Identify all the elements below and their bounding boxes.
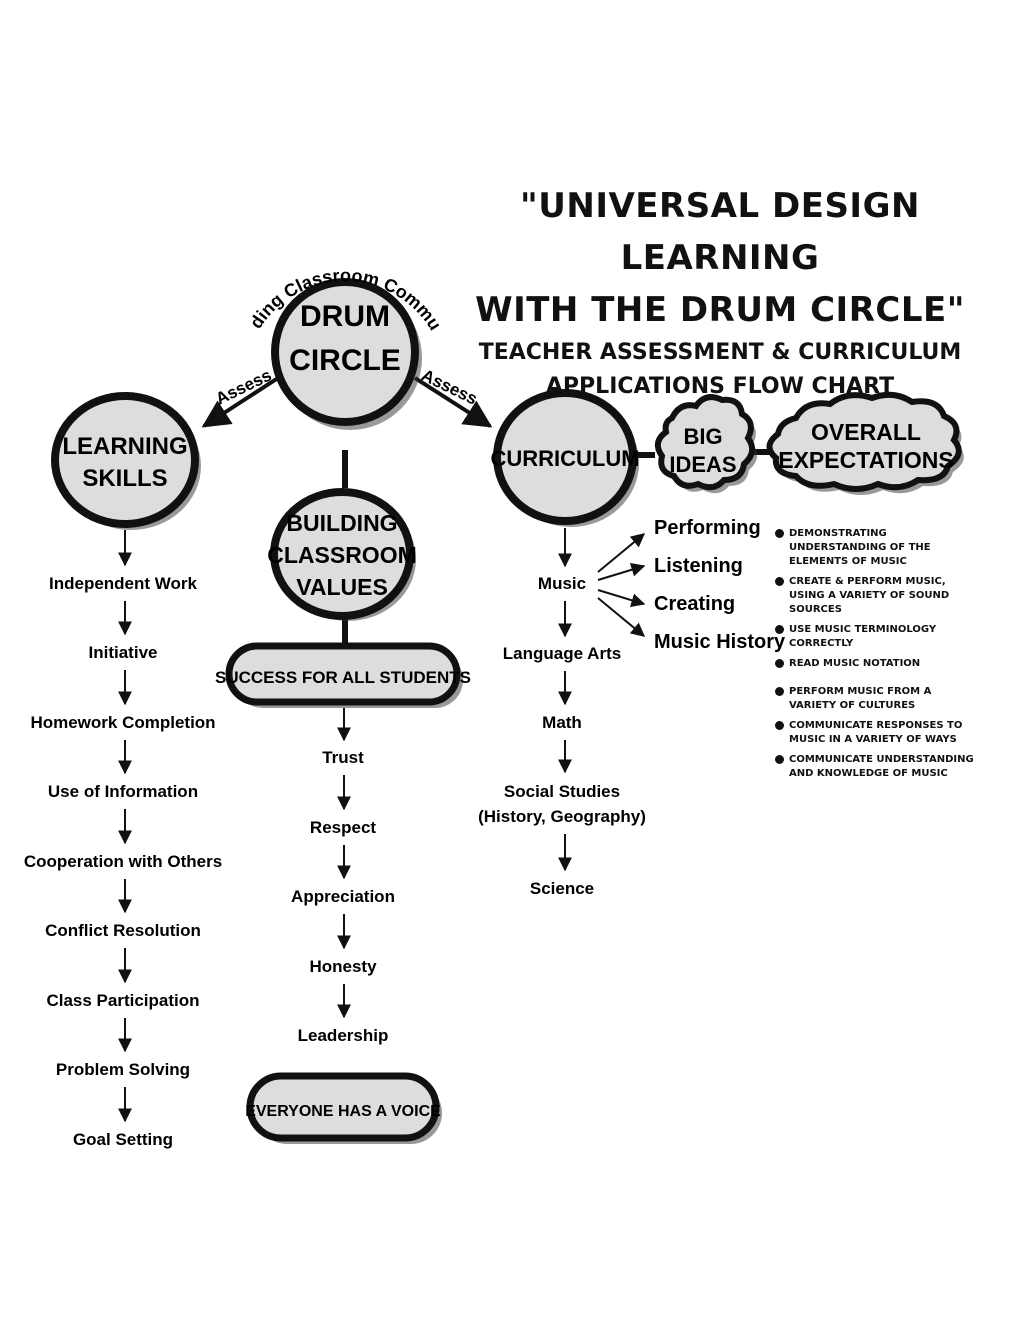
curriculum-node: CURRICULUM [490,389,640,527]
skill-item: Conflict Resolution [45,921,201,940]
big-ideas-cloud: BIG IDEAS [654,394,758,494]
voice-label: EVERYONE HAS A VOICE [245,1103,441,1120]
community-arc-text: Building Classroom Community [0,0,445,334]
music-branch-item: Creating [654,593,735,615]
curriculum-label: CURRICULUM [490,446,639,471]
skill-item: Homework Completion [30,713,215,732]
values-line2: CLASSROOM [267,542,417,568]
overall-line1: OVERALL [811,419,921,445]
values-list: Trust Respect Appreciation Honesty Leade… [291,708,395,1045]
classroom-values-node: BUILDING CLASSROOM VALUES [267,488,417,621]
values-line3: VALUES [296,574,388,600]
overall-line2: EXPECTATIONS [778,447,954,473]
community-arc-label: Building Classroom Community [0,0,445,334]
expectation-item: Communicate understanding and knowledge … [775,753,975,781]
expectations-list: Demonstrating understanding of the eleme… [775,527,975,787]
title-line4: APPLICATIONS FLOW CHART [545,374,895,399]
title-line2: WITH THE DRUM CIRCLE" [475,290,965,330]
subject-item-sub: (History, Geography) [478,807,646,826]
value-item: Leadership [298,1026,389,1045]
skill-item: Goal Setting [73,1130,173,1149]
learning-skills-list: Independent Work Initiative Homework Com… [24,530,222,1149]
skill-item: Independent Work [49,574,198,593]
big-ideas-line1: BIG [683,424,722,449]
learning-skills-line1: LEARNING [62,433,187,460]
success-pill: SUCCESS FOR ALL STUDENTS [215,642,471,708]
learning-skills-node: LEARNING SKILLS [51,392,201,530]
title-line1: "UNIVERSAL DESIGN LEARNING [520,186,920,278]
subject-item: Social Studies [504,782,620,801]
expectation-item: Create & perform music, using a variety … [775,575,975,617]
subjects-list: Music Language Arts Math Social Studies … [478,528,646,898]
skill-item: Class Participation [46,991,199,1010]
expectation-item: Demonstrating understanding of the eleme… [775,527,975,569]
value-item: Honesty [309,957,377,976]
voice-pill: EVERYONE HAS A VOICE [245,1072,442,1144]
subject-item: Science [530,879,594,898]
music-branches: Performing Listening Creating Music Hist… [597,517,786,653]
drum-circle-line1: DRUM [300,300,390,333]
skill-item: Initiative [89,643,158,662]
skill-item: Problem Solving [56,1060,190,1079]
assess-right-arrow [413,376,493,428]
values-line1: BUILDING [286,510,397,536]
subject-item: Music [538,574,586,593]
value-item: Appreciation [291,887,395,906]
skill-item: Use of Information [48,782,198,801]
overall-expectations-cloud: OVERALL EXPECTATIONS [766,391,964,495]
music-branch-item: Performing [654,517,761,539]
value-item: Trust [322,748,364,767]
subject-item: Language Arts [503,644,621,663]
expectation-item: Perform music from a variety of cultures [775,685,975,713]
expectation-item: Use music terminology correctly [775,623,975,651]
drum-circle-line2: CIRCLE [289,344,401,377]
learning-skills-line2: SKILLS [82,465,167,492]
music-branch-item: Listening [654,555,743,577]
skill-item: Cooperation with Others [24,852,222,871]
subject-item: Math [542,713,582,732]
success-label: SUCCESS FOR ALL STUDENTS [215,668,471,687]
expectation-item: Communicate responses to music in a vari… [775,719,975,747]
drum-circle-node: DRUM CIRCLE [271,278,422,430]
title-line3: TEACHER ASSESSMENT & CURRICULUM [478,340,962,365]
chart-title: "UNIVERSAL DESIGN LEARNING WITH THE DRUM… [470,180,970,404]
expectation-item: Read music notation [775,657,975,671]
music-branch-item: Music History [654,631,786,653]
assess-left-arrow [201,376,280,428]
value-item: Respect [310,818,376,837]
big-ideas-line2: IDEAS [669,452,736,477]
